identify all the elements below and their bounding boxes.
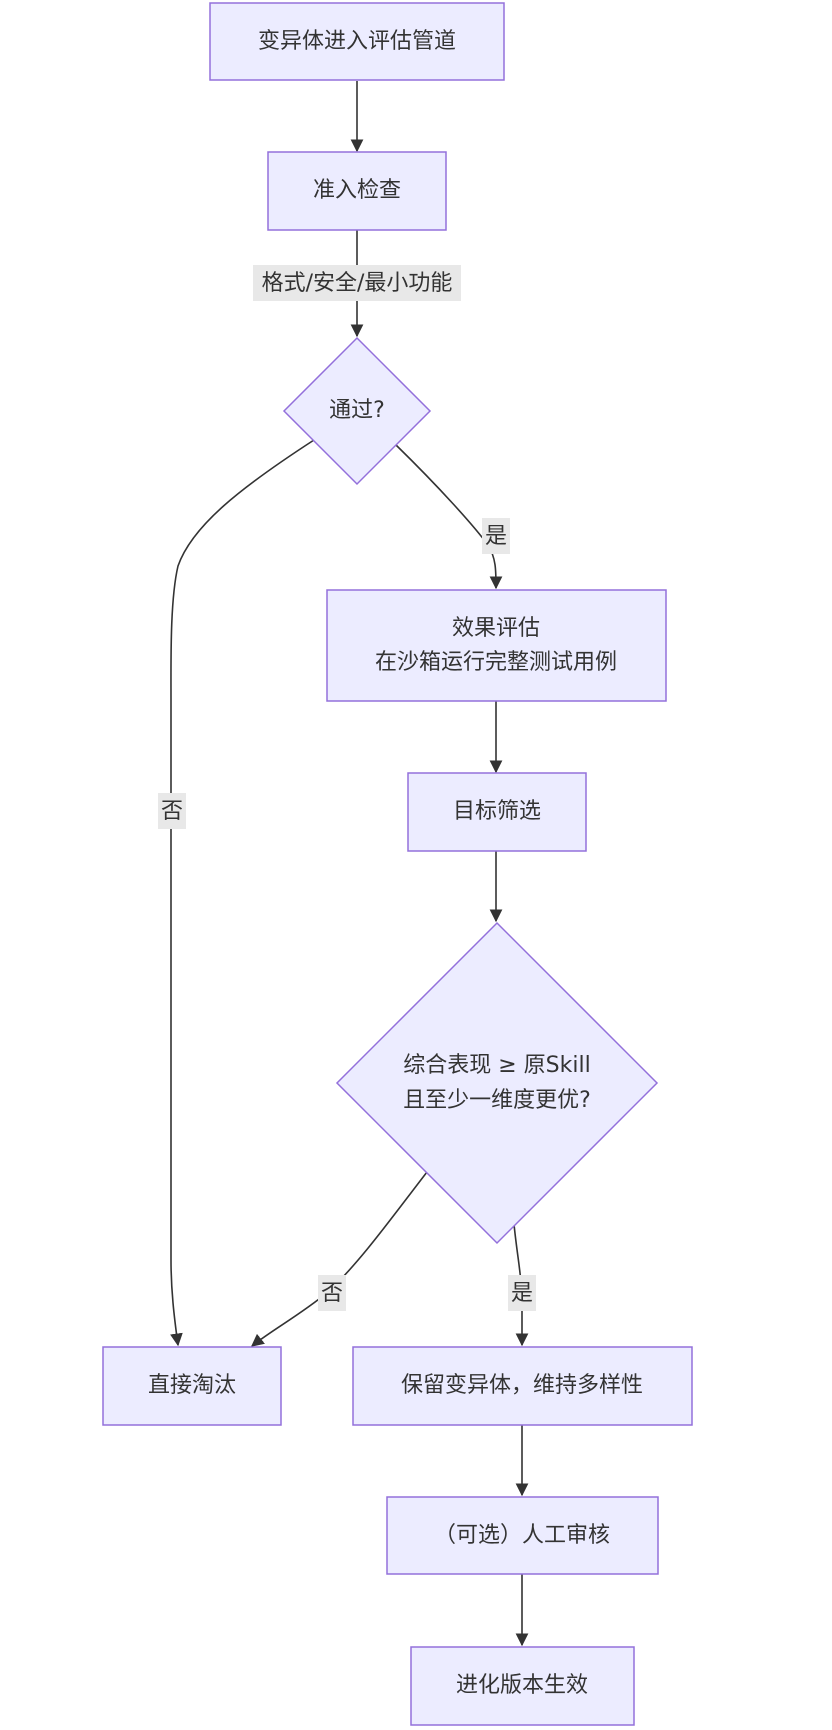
edge-label-compare-no: 否 <box>318 1275 346 1311</box>
svg-text:目标筛选: 目标筛选 <box>453 799 541 824</box>
svg-text:准入检查: 准入检查 <box>313 178 401 203</box>
node-start: 变异体进入评估管道 <box>209 2 505 81</box>
node-evolved-effective: 进化版本生效 <box>410 1646 635 1726</box>
svg-text:否: 否 <box>321 1281 343 1306</box>
svg-text:格式/安全/最小功能: 格式/安全/最小功能 <box>262 271 453 296</box>
svg-text:（可选）人工审核: （可选）人工审核 <box>434 1523 610 1548</box>
node-keep-variant: 保留变异体，维持多样性 <box>352 1346 693 1426</box>
edge-pass-no <box>170 439 315 1347</box>
edge-label-compare-yes: 是 <box>508 1275 536 1311</box>
node-eliminate: 直接淘汰 <box>102 1346 282 1426</box>
edge-labels: 格式/安全/最小功能 是 否 否 是 <box>158 265 536 1311</box>
svg-text:变异体进入评估管道: 变异体进入评估管道 <box>258 29 456 54</box>
svg-text:否: 否 <box>161 799 183 824</box>
edge-label-pass-no: 否 <box>158 793 186 829</box>
node-compare-decision: 综合表现 ≥ 原Skill 且至少一维度更优? <box>335 921 659 1245</box>
svg-text:通过?: 通过? <box>329 398 385 423</box>
svg-text:是: 是 <box>485 524 507 549</box>
svg-text:综合表现 ≥ 原Skill: 综合表现 ≥ 原Skill <box>403 1053 590 1078</box>
svg-text:直接淘汰: 直接淘汰 <box>148 1373 236 1398</box>
edge-label-admission-criteria: 格式/安全/最小功能 <box>253 265 461 301</box>
edge-label-pass-yes: 是 <box>482 518 510 554</box>
node-effect-eval: 效果评估 在沙箱运行完整测试用例 <box>326 589 667 702</box>
svg-text:保留变异体，维持多样性: 保留变异体，维持多样性 <box>401 1373 643 1398</box>
svg-text:且至少一维度更优?: 且至少一维度更优? <box>403 1088 591 1113</box>
svg-text:进化版本生效: 进化版本生效 <box>456 1673 588 1698</box>
edge-compare-no <box>251 1171 428 1347</box>
edge-pass-yes <box>395 444 503 590</box>
node-target-filter: 目标筛选 <box>407 772 587 852</box>
svg-text:在沙箱运行完整测试用例: 在沙箱运行完整测试用例 <box>375 650 617 675</box>
node-manual-review: （可选）人工审核 <box>386 1496 659 1575</box>
svg-text:效果评估: 效果评估 <box>452 616 540 641</box>
node-pass-decision: 通过? <box>282 336 432 486</box>
svg-text:是: 是 <box>511 1281 533 1306</box>
node-admission-check: 准入检查 <box>267 151 447 231</box>
